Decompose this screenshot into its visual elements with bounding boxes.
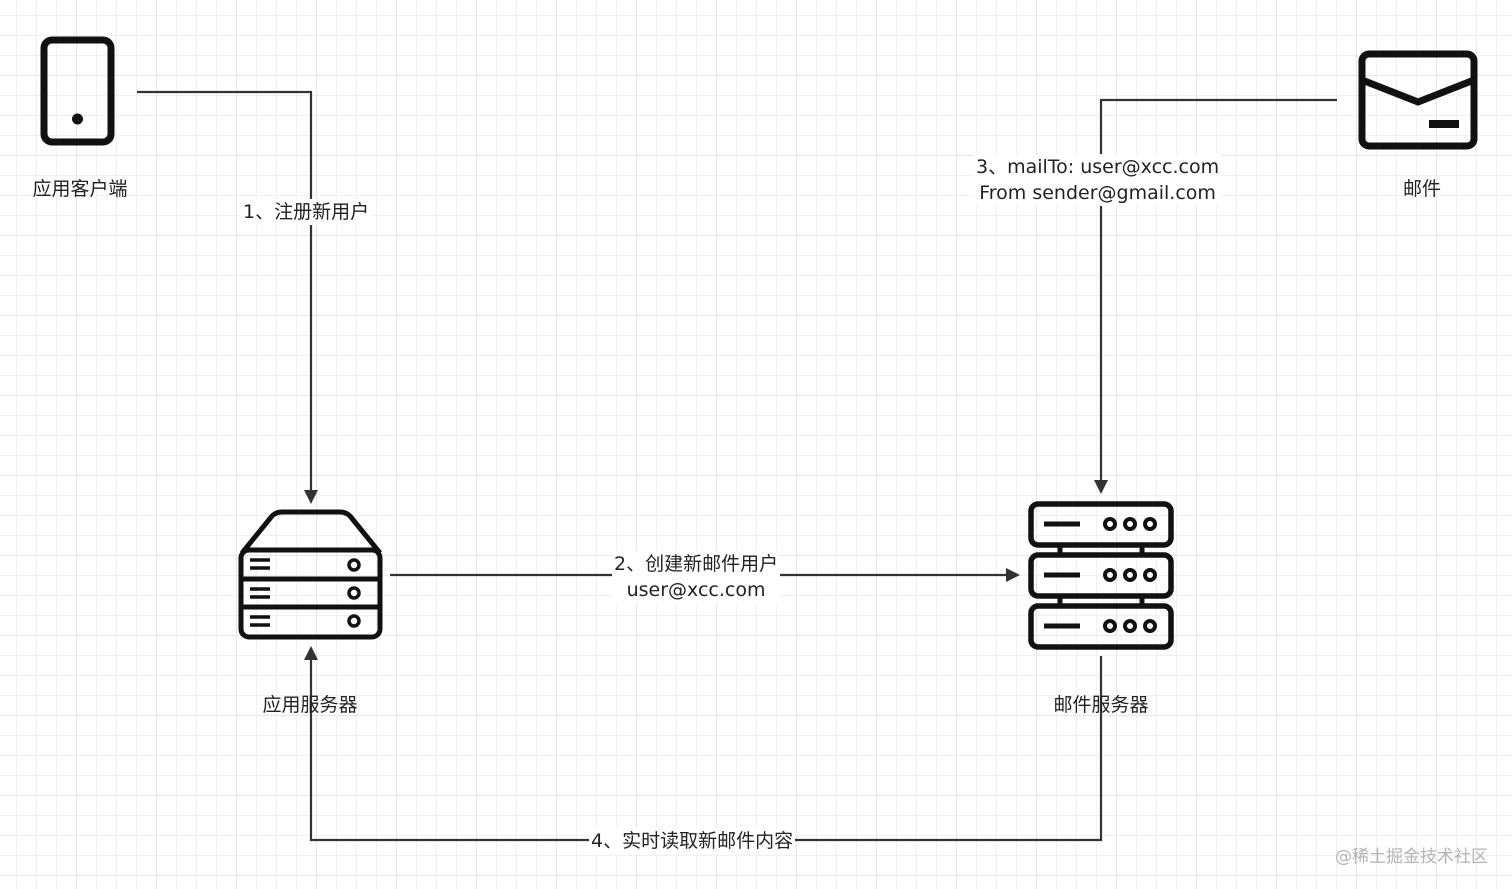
edge-label-register-line1: 1、注册新用户: [243, 201, 370, 223]
mail-server-label: 邮件服务器: [1053, 694, 1149, 716]
mail-label: 邮件: [1402, 178, 1441, 200]
edge-label-mail-to: 3、mailTo: user@xcc.com From sender@gmail…: [974, 154, 1222, 206]
app-server-label: 应用服务器: [262, 694, 358, 716]
edge-label-read-mail-line1: 4、实时读取新邮件内容: [591, 830, 794, 852]
client-label: 应用客户端: [32, 178, 128, 200]
edge-label-register: 1、注册新用户: [241, 199, 372, 225]
edge-label-create-mail-user-line2: user@xcc.com: [626, 579, 766, 601]
edge-read-mail: [304, 646, 1103, 842]
smartphone-icon: [40, 36, 115, 146]
edge-label-read-mail: 4、实时读取新邮件内容: [589, 828, 796, 854]
envelope-icon: [1358, 50, 1478, 150]
server-rack-icon: [1028, 501, 1174, 650]
watermark: @稀土掘金技术社区: [1335, 847, 1488, 867]
edge-label-mail-to-line2: From sender@gmail.com: [979, 182, 1216, 204]
edge-label-mail-to-line1: 3、mailTo: user@xcc.com: [976, 156, 1220, 178]
edge-label-create-mail-user: 2、创建新邮件用户 user@xcc.com: [612, 551, 781, 603]
server-icon: [238, 509, 383, 640]
edge-label-create-mail-user-line1: 2、创建新邮件用户: [614, 553, 779, 575]
edge-mail-to: [1094, 98, 1337, 494]
edge-register: [137, 90, 318, 504]
